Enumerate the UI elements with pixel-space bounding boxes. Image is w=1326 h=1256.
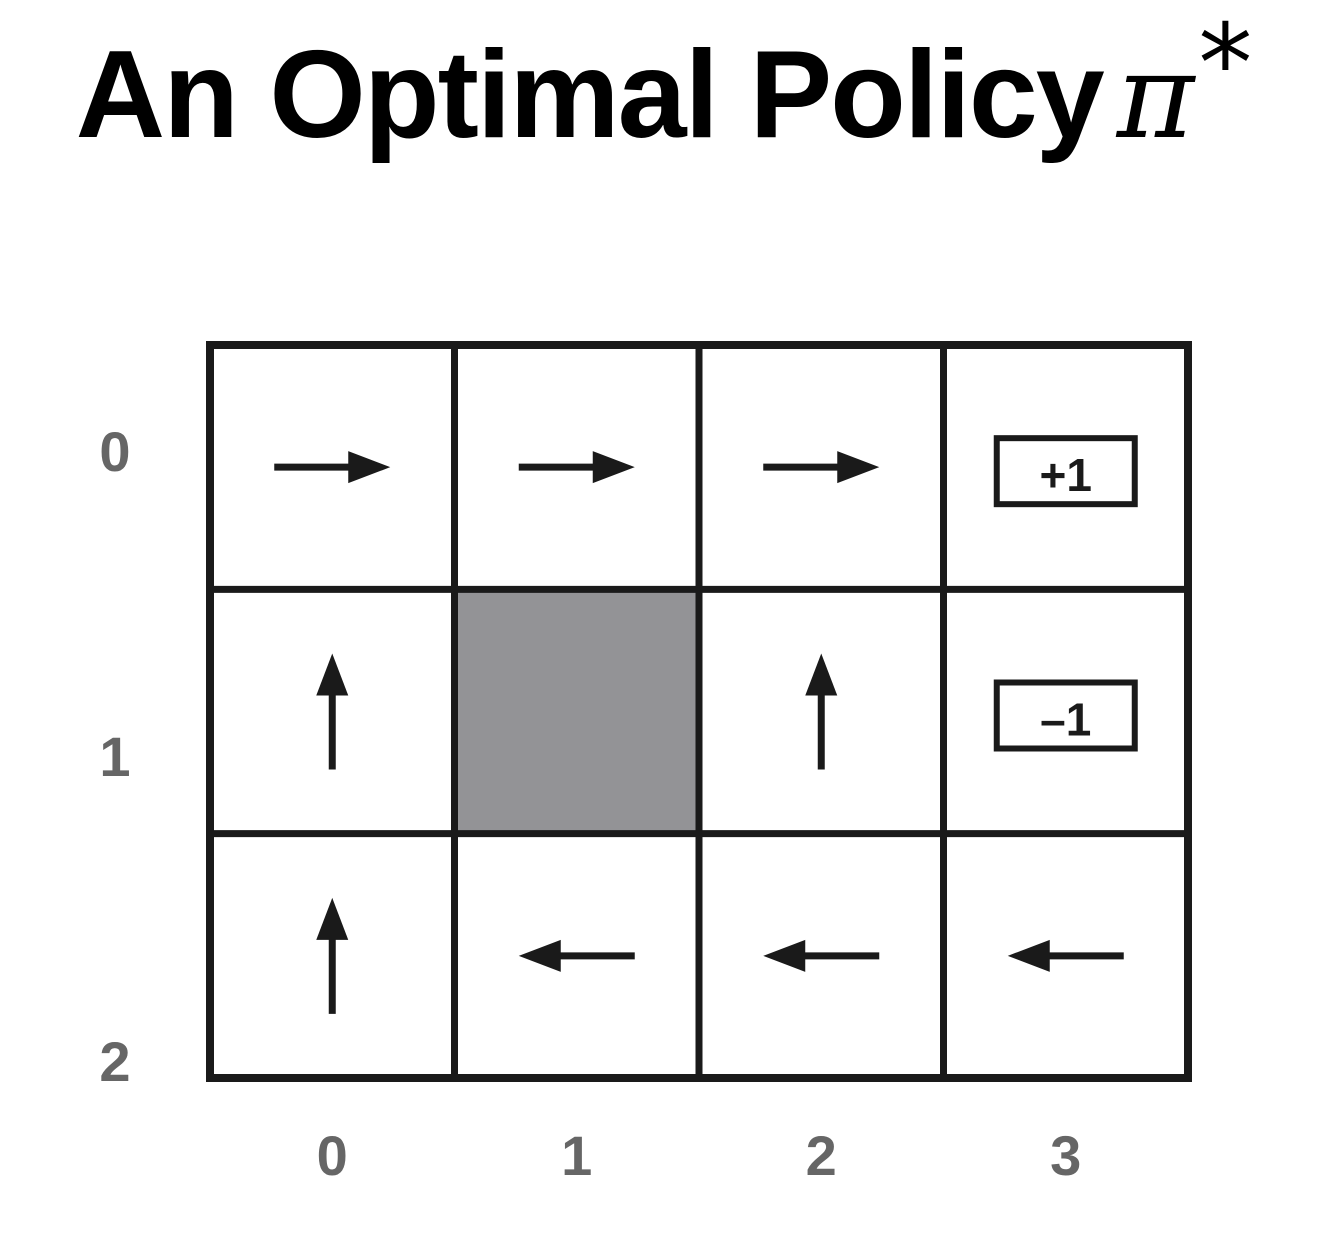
row-label: 2 — [99, 1030, 131, 1093]
terminal-reward-box: +1 — [993, 435, 1138, 508]
arrow-left-icon — [1007, 939, 1124, 972]
reward-label: –1 — [1040, 694, 1091, 746]
wall-cell — [454, 589, 699, 834]
arrow-up-icon — [316, 897, 349, 1014]
arrow-up-icon — [316, 653, 349, 770]
grid-cell-0-1 — [518, 451, 635, 484]
grid-cell-0-2 — [763, 451, 880, 484]
reward-label: +1 — [1040, 449, 1092, 501]
arrow-right-icon — [518, 451, 635, 484]
arrow-left-icon — [763, 939, 880, 972]
grid-cell-0-3: +1 — [993, 435, 1138, 508]
row-label: 1 — [99, 725, 131, 788]
title-text: An Optimal Policy — [75, 26, 1105, 164]
terminal-reward-box: –1 — [993, 679, 1138, 752]
arrow-right-icon — [274, 451, 391, 484]
grid-cell-1-3: –1 — [993, 679, 1138, 752]
arrow-right-icon — [763, 451, 880, 484]
col-label: 2 — [805, 1124, 837, 1187]
grid-cell-2-1 — [518, 939, 635, 972]
grid-cell-0-0 — [274, 451, 391, 484]
grid-cell-1-2 — [805, 653, 838, 770]
arrow-left-icon — [518, 939, 635, 972]
col-label: 0 — [316, 1124, 348, 1187]
grid-cell-1-1 — [454, 589, 699, 834]
grid-cell-2-2 — [763, 939, 880, 972]
grid-cell-2-0 — [316, 897, 349, 1014]
arrow-up-icon — [805, 653, 838, 770]
col-label: 1 — [561, 1124, 593, 1187]
optimal-star: * — [1198, 2, 1252, 127]
grid-cell-2-3 — [1007, 939, 1124, 972]
row-label: 0 — [99, 420, 131, 483]
grid-lines — [206, 341, 1192, 1082]
grid-cell-1-0 — [316, 653, 349, 770]
col-label: 3 — [1050, 1124, 1082, 1187]
pi-symbol: π — [1116, 27, 1195, 165]
